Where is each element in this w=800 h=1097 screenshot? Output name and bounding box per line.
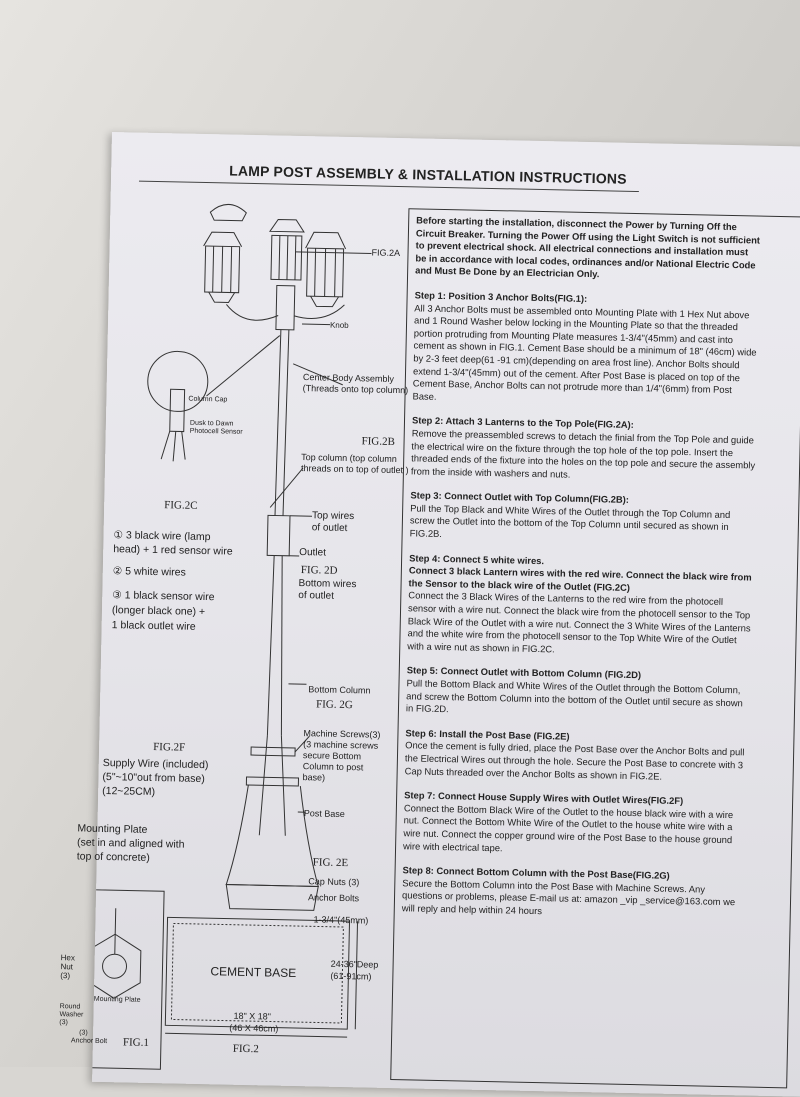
step-4-body: Connect the 3 Black Wires of the Lantern… xyxy=(407,590,751,654)
label-fig2c: FIG.2C xyxy=(164,499,198,512)
label-sensor-2: Photocell Sensor xyxy=(190,428,243,437)
label-cap-nuts: Cap Nuts (3) xyxy=(308,876,359,888)
step-7-body: Connect the Bottom Black Wire of the Out… xyxy=(403,802,733,853)
label-anchor-bolt-small-2: Anchor Bolt xyxy=(71,1037,107,1046)
label-supply-3: (12~25CM) xyxy=(102,784,155,799)
label-outlet: Outlet xyxy=(299,546,326,561)
label-fig1: FIG.1 xyxy=(123,1036,149,1049)
label-screws-5: base) xyxy=(302,772,325,783)
label-knob: Knob xyxy=(330,320,349,331)
step-5: Step 5: Connect Outlet with Bottom Colum… xyxy=(406,665,752,723)
label-hex-nut-1: Hex xyxy=(61,953,75,962)
label-anchor-bolt-small-1: (3) xyxy=(79,1030,88,1038)
step-6: Step 6: Install the Post Base (FIG.2E) O… xyxy=(405,727,751,785)
step-8-body: Secure the Bottom Column into the Post B… xyxy=(402,877,736,916)
label-bottom-column: Bottom Column xyxy=(308,684,370,696)
label-fig2d: FIG. 2D xyxy=(301,564,338,577)
label-hex-nut-2: Nut xyxy=(60,962,73,971)
step-5-body: Pull the Bottom Black and White Wires of… xyxy=(406,677,743,714)
instruction-sheet: LAMP POST ASSEMBLY & INSTALLATION INSTRU… xyxy=(92,132,800,1097)
label-depth-2: (61-91cm) xyxy=(330,971,371,983)
label-mounting-3: top of concrete) xyxy=(77,849,150,865)
step-6-body: Once the cement is fully dried, place th… xyxy=(405,740,745,782)
label-fig2a: FIG.2A xyxy=(371,247,400,259)
label-top-wires-2: of outlet xyxy=(312,522,348,535)
step-1-body: All 3 Anchor Bolts must be assembled ont… xyxy=(412,302,756,402)
step-2-body: Remove the preassembled screws to detach… xyxy=(411,427,755,479)
step-3-body: Pull the Top Black and White Wires of th… xyxy=(410,502,731,539)
step-4-emphasis: Connect 3 black Lantern wires with the r… xyxy=(409,565,752,593)
step-3: Step 3: Connect Outlet with Top Column(F… xyxy=(410,490,756,548)
label-fig2g: FIG. 2G xyxy=(316,698,353,711)
step-7: Step 7: Connect House Supply Wires with … xyxy=(403,789,749,859)
label-center-body-note: (Threads onto top column) xyxy=(303,383,409,396)
label-note3-2: (longer black one) + xyxy=(112,603,205,619)
label-bottom-wires-2: of outlet xyxy=(298,590,334,603)
label-note2: ② 5 white wires xyxy=(113,564,186,580)
label-post-base: Post Base xyxy=(304,808,345,820)
label-fig2b: FIG.2B xyxy=(361,435,395,448)
label-cement-base: CEMENT BASE xyxy=(210,964,296,980)
label-mounting-1: Mounting Plate xyxy=(77,821,147,836)
label-top-column-2: threads on to top of outlet ) xyxy=(301,463,409,476)
step-4-heading: Step 4: Connect 5 white wires. xyxy=(409,552,544,566)
instructions-text: Before starting the installation, discon… xyxy=(401,214,761,934)
label-anchor-bolts: Anchor Bolts xyxy=(308,892,359,904)
label-dimension: 1-3/4"(45mm) xyxy=(313,914,368,926)
step-2: Step 2: Attach 3 Lanterns to the Top Pol… xyxy=(411,415,757,485)
label-top-wires-1: Top wires xyxy=(312,510,354,523)
lantern-center-drawing xyxy=(269,219,304,280)
label-column-cap: Column Cap xyxy=(188,394,227,406)
label-note1-2: head) + 1 red sensor wire xyxy=(113,542,233,558)
step-8: Step 8: Connect Bottom Column with the P… xyxy=(402,864,748,922)
intro-warning: Before starting the installation, discon… xyxy=(415,214,761,284)
lantern-left-drawing xyxy=(202,204,246,303)
label-note3-3: 1 black outlet wire xyxy=(112,618,196,634)
label-fig2: FIG.2 xyxy=(233,1043,259,1056)
step-4: Step 4: Connect 5 white wires. Connect 3… xyxy=(407,552,754,660)
label-hex-nut-3: (3) xyxy=(60,971,70,980)
label-width-2: (46 X 46cm) xyxy=(229,1023,278,1035)
label-width-1: 18" X 18" xyxy=(233,1011,271,1023)
label-fig2e: FIG. 2E xyxy=(313,856,349,869)
label-washer-3: (3) xyxy=(59,1019,68,1027)
label-note3-1: ③ 1 black sensor wire xyxy=(112,588,214,604)
step-1: Step 1: Position 3 Anchor Bolts(FIG.1): … xyxy=(412,289,759,410)
label-fig2f: FIG.2F xyxy=(153,741,185,754)
label-mounting-plate-small: Mounting Plate xyxy=(94,994,141,1006)
lantern-right-drawing xyxy=(304,232,346,307)
label-depth-1: 24-36"Deep xyxy=(331,959,379,971)
